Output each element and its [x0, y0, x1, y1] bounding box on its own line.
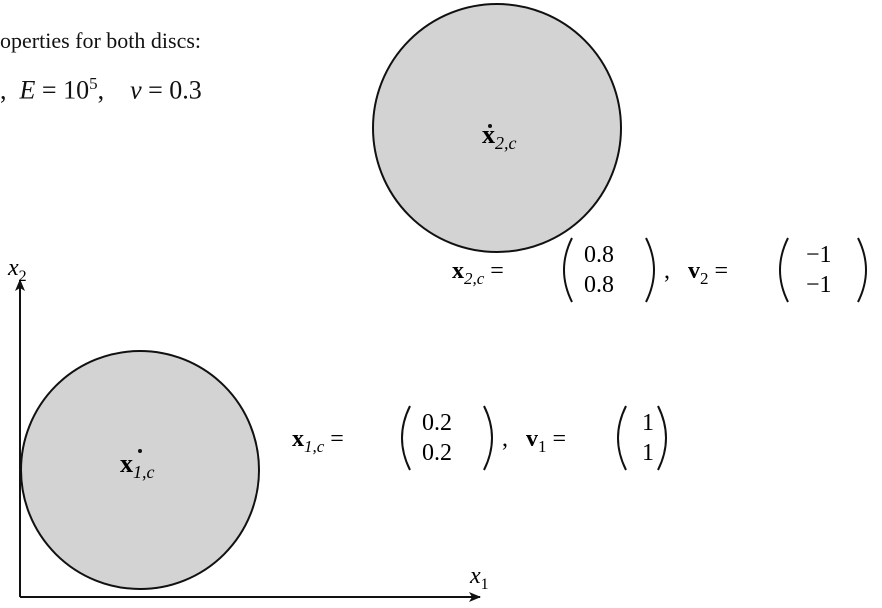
- svg-text:x1: x1: [469, 563, 489, 593]
- disc-1-vel-0: 1: [642, 410, 654, 436]
- poisson-ratio-label: ν: [130, 75, 142, 105]
- disc-2-vel-lhs-sub: 2: [700, 269, 709, 288]
- disc-2-comma: ,: [664, 258, 670, 284]
- youngs-modulus-label: E: [19, 75, 36, 105]
- youngs-modulus-eq: =: [41, 75, 57, 105]
- disc-1-comma: ,: [502, 426, 508, 452]
- youngs-modulus-exponent: 5: [89, 74, 98, 93]
- x1-axis-label: x: [469, 563, 481, 589]
- youngs-modulus-base: 10: [63, 75, 90, 105]
- disc-2-vel-1: −1: [806, 272, 832, 298]
- disc-1-center-dot: [138, 449, 142, 453]
- svg-text:v2=: v2 =: [688, 258, 728, 288]
- poisson-ratio-eq: =: [148, 75, 163, 105]
- props-separator: ,: [0, 75, 7, 105]
- disc-1-vel-lhs-sub: 1: [538, 437, 547, 456]
- disc-1-pos-lhs-sub: 1,c: [304, 437, 325, 456]
- svg-text:x2,c=: x2,c =: [452, 258, 504, 288]
- disc-2-vel-eq: =: [715, 258, 729, 284]
- disc-1-pos-1: 0.2: [422, 440, 452, 466]
- disc-2-vel-0: −1: [806, 242, 832, 268]
- disc-1-equation: x1,c= 0.2 0.2 , v1= 1 1: [292, 405, 667, 471]
- x1-axis-sub: 1: [481, 576, 489, 593]
- disc-1-pos-eq: =: [330, 426, 344, 452]
- properties-header: operties for both discs:: [0, 28, 202, 53]
- disc-2-center-dot: [488, 124, 492, 128]
- disc-2-pos-1: 0.8: [584, 272, 614, 298]
- disc-1-vel-1: 1: [642, 440, 654, 466]
- disc-2-vel-lhs: v: [688, 258, 700, 284]
- svg-text:x2: x2: [7, 255, 27, 285]
- disc-1-pos-rparen: [483, 405, 493, 471]
- disc-2-center-label: x: [482, 120, 495, 149]
- disc-1-center-sub: 1,c: [133, 462, 155, 482]
- disc-2-pos-lhs-sub: 2,c: [464, 269, 485, 288]
- x2-axis-label: x: [7, 255, 19, 281]
- svg-text:x2,c: x2,c: [482, 120, 517, 153]
- disc-1-center-label: x: [120, 449, 133, 478]
- disc-2-pos-rparen: [645, 237, 655, 303]
- disc-2-pos-eq: =: [490, 258, 504, 284]
- disc-2-pos-lparen: [563, 237, 573, 303]
- disc-2-center-sub: 2,c: [495, 133, 517, 153]
- disc-1-vel-lparen: [617, 405, 627, 471]
- disc-1-pos-0: 0.2: [422, 410, 452, 436]
- disc-1-pos-lparen: [401, 405, 411, 471]
- x2-axis-sub: 2: [19, 268, 27, 285]
- disc-2-pos-lhs: x: [452, 258, 464, 284]
- disc-1-vel-lhs: v: [526, 426, 538, 452]
- disc-2-equation: x2,c = 0.8 0.8 , v2 = −1 −1: [452, 237, 867, 303]
- disc-2-vel-rparen: [857, 237, 867, 303]
- svg-text:x1,c: x1,c: [120, 449, 155, 482]
- disc-1-vel-rparen: [657, 405, 667, 471]
- props-comma: ,: [97, 75, 105, 105]
- poisson-ratio-value: 0.3: [169, 75, 202, 105]
- material-properties: , E = 105, ν = 0.3: [0, 74, 202, 106]
- disc-2-pos-0: 0.8: [584, 242, 614, 268]
- svg-text:v1=: v1 =: [526, 426, 566, 456]
- disc-1-vel-eq: =: [553, 426, 567, 452]
- svg-text:x1,c=: x1,c =: [292, 426, 344, 456]
- disc-2-vel-lparen: [779, 237, 789, 303]
- disc-2: [372, 3, 622, 253]
- disc-1-pos-lhs: x: [292, 426, 304, 452]
